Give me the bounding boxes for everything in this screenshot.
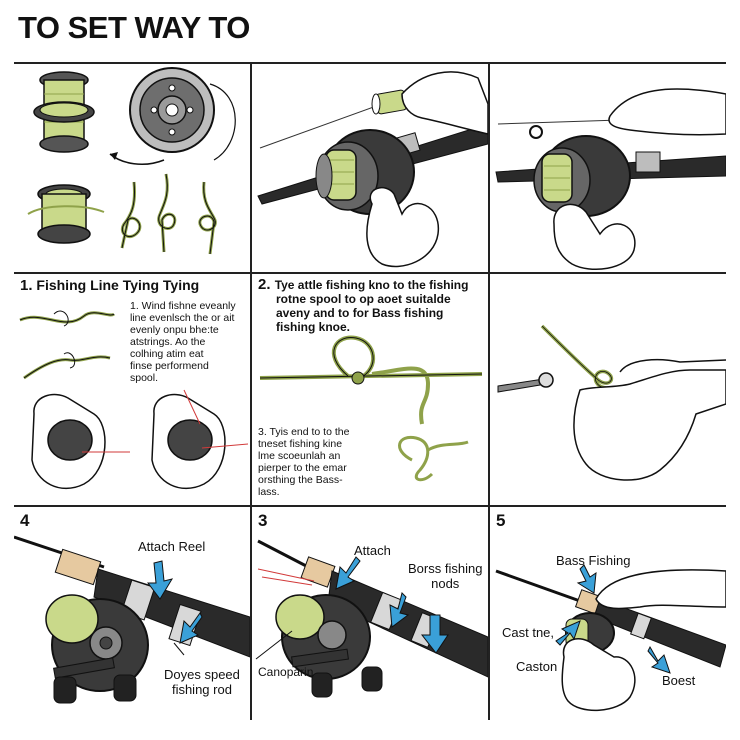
callout-line: Doyes speed <box>164 667 240 682</box>
instruction-line: colhing atim eat <box>130 348 204 360</box>
instruction-line: pierper to the emar <box>258 462 347 474</box>
line-spool-icon <box>371 89 408 115</box>
line-spool-icon <box>33 71 95 153</box>
instruction-line: 3. Tyis end to to the <box>258 426 350 438</box>
callout-cast-the: Cast tne, <box>502 625 555 640</box>
instruction-line: 1. Wind fishne eveanly <box>130 300 236 312</box>
baitcaster-reel-icon <box>45 594 149 704</box>
tying-illustration <box>19 310 249 490</box>
heading-line: rotne spool to op aoet suitalde <box>276 292 451 306</box>
blue-arrow-icon <box>555 564 671 674</box>
panel-cast: 5 Bass Fishing Cast tne, Caston Boest <box>490 507 726 720</box>
grid-divider-v1 <box>250 62 252 720</box>
instruction-line: finse performend <box>130 360 209 372</box>
reel-spool-disc-icon <box>109 67 236 166</box>
knot-outlines <box>121 173 216 255</box>
blue-arrow-icon <box>147 560 203 644</box>
blue-arrow-icon <box>335 556 449 654</box>
grid-divider-v2 <box>488 62 490 720</box>
knot-illustration <box>259 335 483 482</box>
instruction-line: spool. <box>130 372 159 384</box>
callout-bass-fishing: Bass Fishing <box>556 553 631 568</box>
guide-illustration <box>497 324 726 481</box>
page-title: TO SET WAY TO <box>18 10 250 45</box>
heading-line: 2. Tye attle fishing kno to the fishing <box>258 276 469 293</box>
instruction-line: evenly onpu bhe:te <box>130 324 219 336</box>
attach-illustration <box>255 539 488 698</box>
callout-boest: Boest <box>662 673 696 688</box>
step-number: 1. <box>20 277 33 294</box>
panel-spools-knots <box>14 64 250 272</box>
panel-reel-hand-spool <box>252 64 488 272</box>
callout-attach: Attach <box>354 543 391 558</box>
instruction-line: lme scoeunlah an <box>258 450 341 462</box>
hand-icon <box>366 71 488 268</box>
step-number: 2. <box>258 276 275 293</box>
hand-icon <box>573 358 726 481</box>
instruction-line: orsthing the Bass- <box>258 474 343 486</box>
panel-line-through-guide <box>490 274 726 505</box>
callout-canoparin: Canoparin <box>258 665 314 679</box>
instruction-line: lass. <box>258 486 280 498</box>
spools-illustration <box>27 67 236 255</box>
callout-line: nods <box>431 576 460 591</box>
step-number: 3 <box>258 511 268 530</box>
heading-line: aveny and to for Bass fishing <box>276 306 444 320</box>
fishing-rod-icon <box>14 535 250 658</box>
grid-divider-h1 <box>14 62 726 64</box>
panel-fishing-line-tying: 1. Fishing Line Tying Tying 1. Wind fish… <box>14 274 250 505</box>
baitcaster-reel-icon <box>275 594 383 698</box>
attach-reel-illustration <box>14 535 250 704</box>
callout-line: Borss fishing <box>408 561 483 576</box>
spinning-reel-icon <box>315 129 415 215</box>
reel-rod-illustration <box>495 88 726 271</box>
grid-divider-h3 <box>14 505 726 507</box>
loop-knot-icon <box>398 435 469 482</box>
hand-icon <box>561 569 726 712</box>
instruction-line: tneset fishing kine <box>258 438 343 450</box>
step-title: Fishing Line Tying Tying <box>36 277 200 293</box>
panel-reel-hand-top <box>490 64 726 272</box>
cast-illustration <box>495 564 726 712</box>
step-number: 4 <box>20 511 30 530</box>
callout-caston: Caston <box>516 659 558 674</box>
step-number: 5 <box>496 511 506 530</box>
reel-hand-illustration <box>257 71 488 268</box>
hand-reel-icon <box>31 393 226 490</box>
grid-divider-h2 <box>14 272 726 274</box>
callout-attach-reel: Attach Reel <box>138 539 206 554</box>
knot-diagram-icon <box>19 311 116 380</box>
step-heading: 1. Fishing Line Tying Tying <box>20 277 200 294</box>
heading-line: fishing knoe. <box>276 320 351 334</box>
small-spool-icon <box>27 184 105 244</box>
fishing-knot-icon <box>259 335 483 425</box>
callout-line: fishing rod <box>171 682 232 697</box>
fishing-rod-icon <box>495 569 726 668</box>
instruction-line: line evenlsch the or ait <box>130 312 235 324</box>
hand-icon <box>553 88 726 271</box>
spinning-reel-icon <box>533 135 631 217</box>
instruction-line: atstrings. Ao the <box>130 336 206 348</box>
